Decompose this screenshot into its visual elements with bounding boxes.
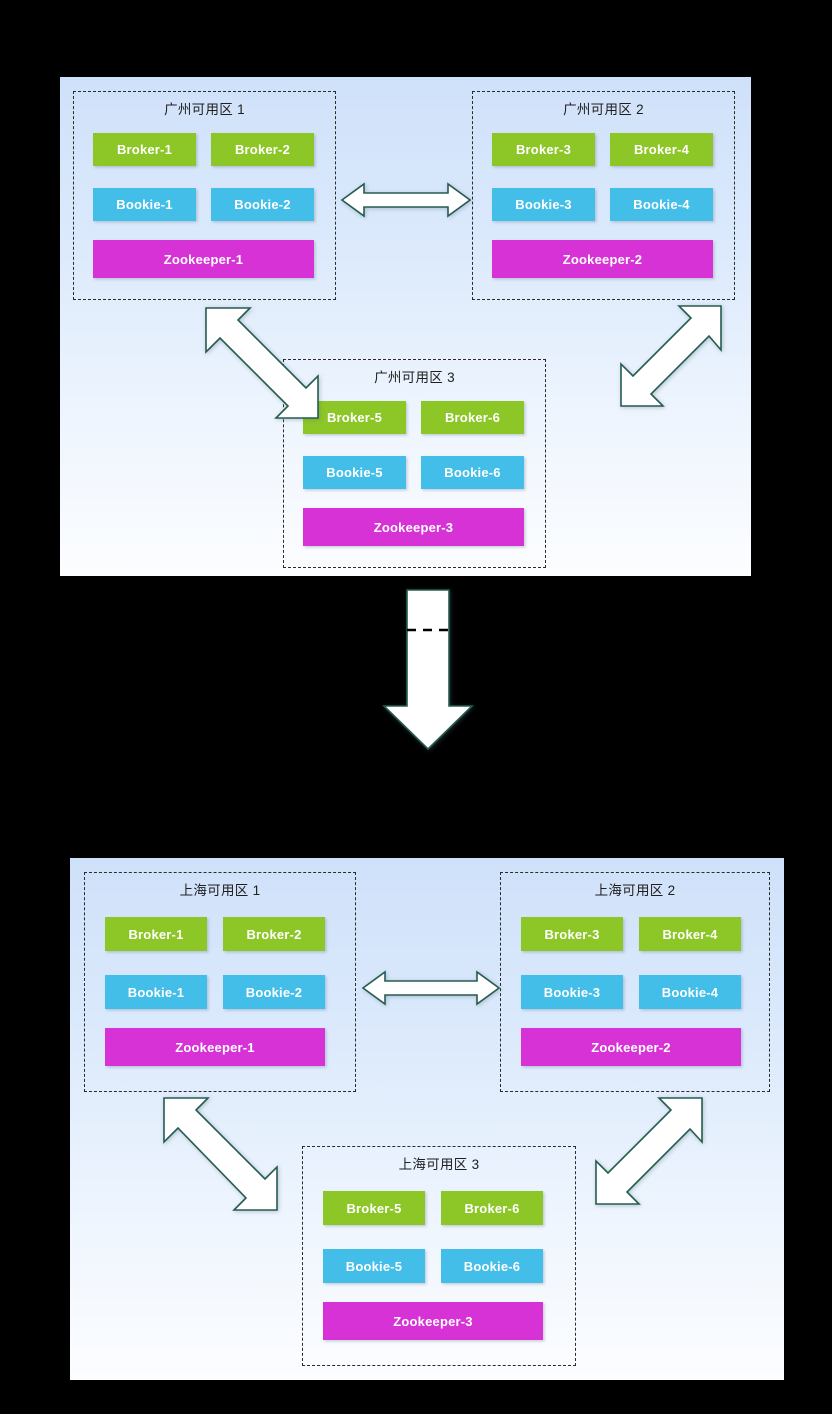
node-zookeeper[interactable]: Zookeeper-2: [492, 240, 713, 278]
zone-title: 上海可用区 2: [594, 883, 676, 898]
node-bookie[interactable]: Bookie-5: [323, 1249, 425, 1283]
zone-sh-az-3[interactable]: 上海可用区 3 Broker-5 Broker-6 Bookie-5 Booki…: [302, 1146, 576, 1366]
node-broker[interactable]: Broker-4: [639, 917, 741, 951]
node-broker[interactable]: Broker-4: [610, 133, 713, 166]
zone-title: 广州可用区 1: [164, 102, 245, 117]
connector-gz-2-3-arrow: [615, 302, 727, 420]
region-replication-arrow: [382, 588, 474, 752]
node-broker[interactable]: Broker-1: [105, 917, 207, 951]
node-bookie[interactable]: Bookie-5: [303, 456, 406, 489]
node-broker[interactable]: Broker-5: [323, 1191, 425, 1225]
node-bookie[interactable]: Bookie-6: [421, 456, 524, 489]
connector-sh-1-3-arrow: [158, 1092, 284, 1214]
zone-title: 广州可用区 2: [563, 102, 644, 117]
node-bookie[interactable]: Bookie-4: [639, 975, 741, 1009]
connector-gz-1-3-arrow: [200, 302, 325, 422]
node-zookeeper[interactable]: Zookeeper-1: [105, 1028, 325, 1066]
zone-title: 上海可用区 1: [179, 883, 261, 898]
connector-gz-1-2-arrow: [340, 181, 472, 219]
node-broker[interactable]: Broker-2: [211, 133, 314, 166]
node-zookeeper[interactable]: Zookeeper-1: [93, 240, 314, 278]
node-broker[interactable]: Broker-3: [521, 917, 623, 951]
zone-sh-az-1[interactable]: 上海可用区 1 Broker-1 Broker-2 Bookie-1 Booki…: [84, 872, 356, 1092]
zone-gz-az-2[interactable]: 广州可用区 2 Broker-3 Broker-4 Bookie-3 Booki…: [472, 91, 735, 300]
node-bookie[interactable]: Bookie-3: [492, 188, 595, 221]
node-broker[interactable]: Broker-6: [421, 401, 524, 434]
node-broker[interactable]: Broker-2: [223, 917, 325, 951]
node-bookie[interactable]: Bookie-2: [223, 975, 325, 1009]
node-bookie[interactable]: Bookie-1: [105, 975, 207, 1009]
zone-gz-az-1[interactable]: 广州可用区 1 Broker-1 Broker-2 Bookie-1 Booki…: [73, 91, 336, 300]
node-zookeeper[interactable]: Zookeeper-3: [303, 508, 524, 546]
node-broker[interactable]: Broker-5: [303, 401, 406, 434]
zone-sh-az-2[interactable]: 上海可用区 2 Broker-3 Broker-4 Bookie-3 Booki…: [500, 872, 770, 1092]
node-bookie[interactable]: Bookie-3: [521, 975, 623, 1009]
node-broker[interactable]: Broker-1: [93, 133, 196, 166]
connector-sh-1-2-arrow: [361, 969, 501, 1007]
zone-gz-az-3[interactable]: 广州可用区 3 Broker-5 Broker-6 Bookie-5 Booki…: [283, 359, 546, 568]
node-bookie[interactable]: Bookie-6: [441, 1249, 543, 1283]
region-shanghai: 上海可用区 1 Broker-1 Broker-2 Bookie-1 Booki…: [70, 858, 784, 1380]
connector-sh-2-3-arrow: [590, 1092, 708, 1212]
node-zookeeper[interactable]: Zookeeper-3: [323, 1302, 543, 1340]
node-bookie[interactable]: Bookie-4: [610, 188, 713, 221]
node-broker[interactable]: Broker-6: [441, 1191, 543, 1225]
region-guangzhou: 广州可用区 1 Broker-1 Broker-2 Bookie-1 Booki…: [60, 77, 751, 576]
zone-title: 广州可用区 3: [374, 370, 455, 385]
node-broker[interactable]: Broker-3: [492, 133, 595, 166]
node-zookeeper[interactable]: Zookeeper-2: [521, 1028, 741, 1066]
zone-title: 上海可用区 3: [398, 1157, 480, 1172]
node-bookie[interactable]: Bookie-2: [211, 188, 314, 221]
node-bookie[interactable]: Bookie-1: [93, 188, 196, 221]
